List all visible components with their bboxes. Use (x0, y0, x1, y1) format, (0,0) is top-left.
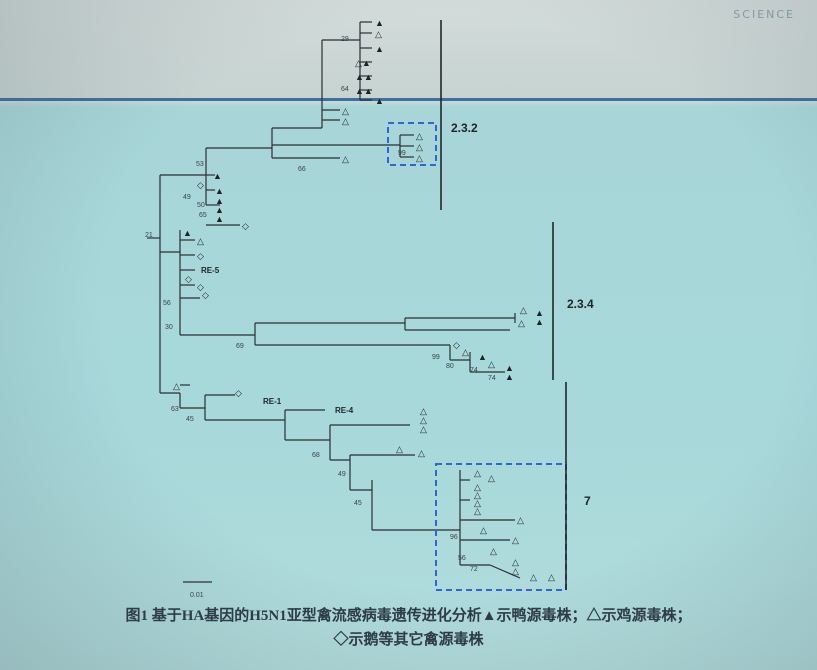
svg-text:△: △ (474, 482, 481, 492)
svg-text:▲▲: ▲▲ (355, 72, 373, 82)
svg-text:◇: ◇ (235, 388, 242, 398)
svg-text:△: △ (418, 448, 425, 458)
bootstrap-value: 69 (236, 343, 244, 350)
svg-text:△▲: △▲ (355, 58, 371, 68)
svg-text:△: △ (517, 515, 524, 525)
svg-text:▲: ▲ (505, 363, 514, 373)
ref-label-re5: RE-5 (201, 266, 220, 275)
bootstrap-value: 29 (341, 36, 349, 43)
slide-divider-line (0, 98, 817, 101)
science-logo: SCIENCE (733, 8, 795, 21)
svg-text:◇: ◇ (185, 274, 192, 284)
group-label-2-3-2: 2.3.2 (451, 121, 478, 135)
group-label-2-3-4: 2.3.4 (567, 297, 594, 311)
svg-text:▲: ▲ (375, 18, 384, 28)
caption-line-2: ◇示鹅等其它禽源毒株 (333, 632, 484, 648)
svg-text:△: △ (512, 566, 519, 576)
svg-text:△: △ (512, 535, 519, 545)
svg-text:△: △ (474, 490, 481, 500)
svg-text:△: △ (173, 381, 180, 391)
slide-header-band (0, 0, 817, 100)
svg-text:△: △ (548, 572, 555, 582)
bootstrap-value: 68 (312, 452, 320, 459)
bootstrap-value: 66 (298, 166, 306, 173)
svg-text:▲: ▲ (183, 228, 192, 238)
bootstrap-value: 56 (458, 555, 466, 562)
svg-text:△: △ (416, 131, 423, 141)
svg-text:▲: ▲ (215, 186, 224, 196)
svg-text:▲: ▲ (215, 214, 224, 224)
bootstrap-value: 65 (199, 212, 207, 219)
bootstrap-value: 49 (338, 471, 346, 478)
bootstrap-value: 99 (398, 150, 406, 157)
bootstrap-value: 50 (197, 202, 205, 209)
svg-text:△: △ (342, 154, 349, 164)
bootstrap-value: 53 (196, 161, 204, 168)
svg-text:△: △ (420, 415, 427, 425)
svg-text:△: △ (474, 498, 481, 508)
svg-text:△: △ (490, 546, 497, 556)
bootstrap-value: 49 (183, 194, 191, 201)
bootstrap-value: 45 (354, 500, 362, 507)
bootstrap-value: 45 (186, 416, 194, 423)
svg-text:△: △ (416, 153, 423, 163)
svg-text:◇: ◇ (453, 340, 460, 350)
svg-text:△: △ (342, 106, 349, 116)
bootstrap-value: 56 (163, 300, 171, 307)
svg-text:△: △ (530, 572, 537, 582)
svg-text:◇: ◇ (197, 180, 204, 190)
svg-text:△: △ (396, 444, 403, 454)
bootstrap-value: 99 (432, 354, 440, 361)
bootstrap-value: 64 (341, 86, 349, 93)
caption-line-1: 图1 基于HA基因的H5N1亚型禽流感病毒遗传进化分析▲示鸭源毒株；△示鸡源毒株… (125, 608, 692, 624)
svg-text:△: △ (474, 468, 481, 478)
highlight-box-2-3-2 (387, 122, 437, 166)
svg-text:△: △ (420, 424, 427, 434)
bootstrap-value: 80 (446, 363, 454, 370)
bootstrap-value: 96 (450, 534, 458, 541)
bootstrap-value: 74 (488, 375, 496, 382)
svg-text:▲: ▲ (213, 171, 222, 181)
svg-text:△: △ (197, 236, 204, 246)
bootstrap-value: 30 (165, 324, 173, 331)
scale-bar-value: 0.01 (190, 592, 204, 599)
bootstrap-value: 74 (470, 367, 478, 374)
svg-text:◇: ◇ (197, 282, 204, 292)
svg-text:▲▲: ▲▲ (355, 86, 373, 96)
svg-text:▲: ▲ (535, 317, 544, 327)
bootstrap-value: 63 (171, 406, 179, 413)
svg-text:△: △ (518, 318, 525, 328)
svg-text:▲: ▲ (375, 44, 384, 54)
svg-text:△: △ (474, 506, 481, 516)
svg-text:△: △ (480, 525, 487, 535)
bootstrap-value: 21 (145, 232, 153, 239)
phylogenetic-tree: ▲ △ ▲ △▲ ▲▲ ▲▲ ▲ △ △ △ △ △ △ ▲ ◇ ▲ ▲ ▲ ▲… (145, 18, 594, 599)
svg-text:◇: ◇ (242, 221, 249, 231)
highlight-box-clade-7 (435, 463, 567, 591)
svg-text:▲: ▲ (215, 205, 224, 215)
svg-text:◇: ◇ (202, 290, 209, 300)
svg-text:△: △ (488, 473, 495, 483)
svg-text:△: △ (488, 359, 495, 369)
bootstrap-value: 72 (470, 566, 478, 573)
svg-text:▲: ▲ (505, 372, 514, 382)
svg-text:△: △ (416, 142, 423, 152)
ref-label-re1: RE-1 (263, 397, 282, 406)
svg-text:△: △ (375, 29, 382, 39)
group-label-7: 7 (584, 494, 591, 508)
svg-text:▲: ▲ (215, 196, 224, 206)
svg-text:◇: ◇ (197, 251, 204, 261)
svg-text:△: △ (520, 305, 527, 315)
svg-text:△: △ (420, 406, 427, 416)
svg-text:▲: ▲ (535, 308, 544, 318)
svg-text:▲: ▲ (478, 352, 487, 362)
svg-text:△: △ (512, 557, 519, 567)
svg-text:▲: ▲ (375, 96, 384, 106)
ref-label-re4: RE-4 (335, 406, 354, 415)
svg-text:△: △ (342, 116, 349, 126)
svg-text:△: △ (462, 347, 469, 357)
figure-caption: 图1 基于HA基因的H5N1亚型禽流感病毒遗传进化分析▲示鸭源毒株；△示鸡源毒株… (0, 604, 817, 652)
